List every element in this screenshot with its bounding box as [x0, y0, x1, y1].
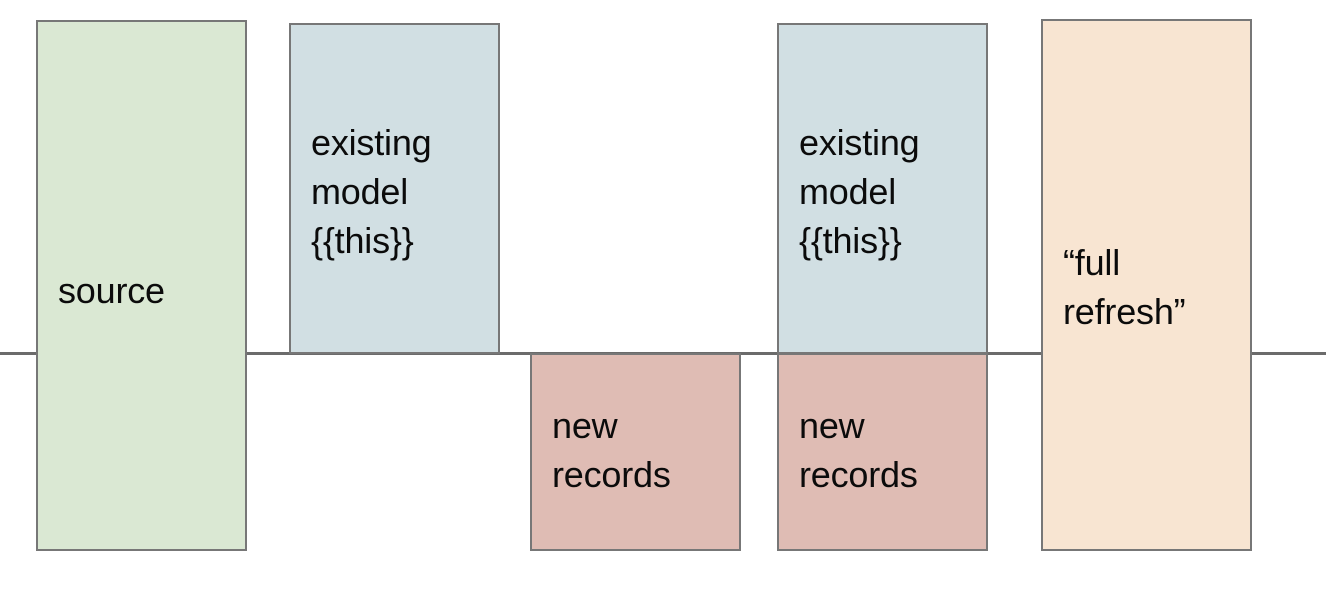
box-full-refresh[interactable] — [1041, 19, 1252, 551]
box-new-records-1[interactable] — [530, 353, 741, 551]
box-new-records-1-label: new records — [552, 405, 671, 495]
box-existing-model-2[interactable] — [777, 23, 988, 354]
box-new-records-2-label: new records — [799, 405, 918, 495]
box-new-records-2[interactable] — [777, 353, 988, 551]
box-source-label: source — [58, 270, 165, 311]
box-full-refresh-label: “full refresh” — [1063, 242, 1186, 332]
box-existing-model-1-label: existing model {{this}} — [311, 122, 432, 261]
box-source[interactable] — [36, 20, 247, 551]
box-existing-model-1[interactable] — [289, 23, 500, 354]
box-existing-model-2-label: existing model {{this}} — [799, 122, 920, 261]
